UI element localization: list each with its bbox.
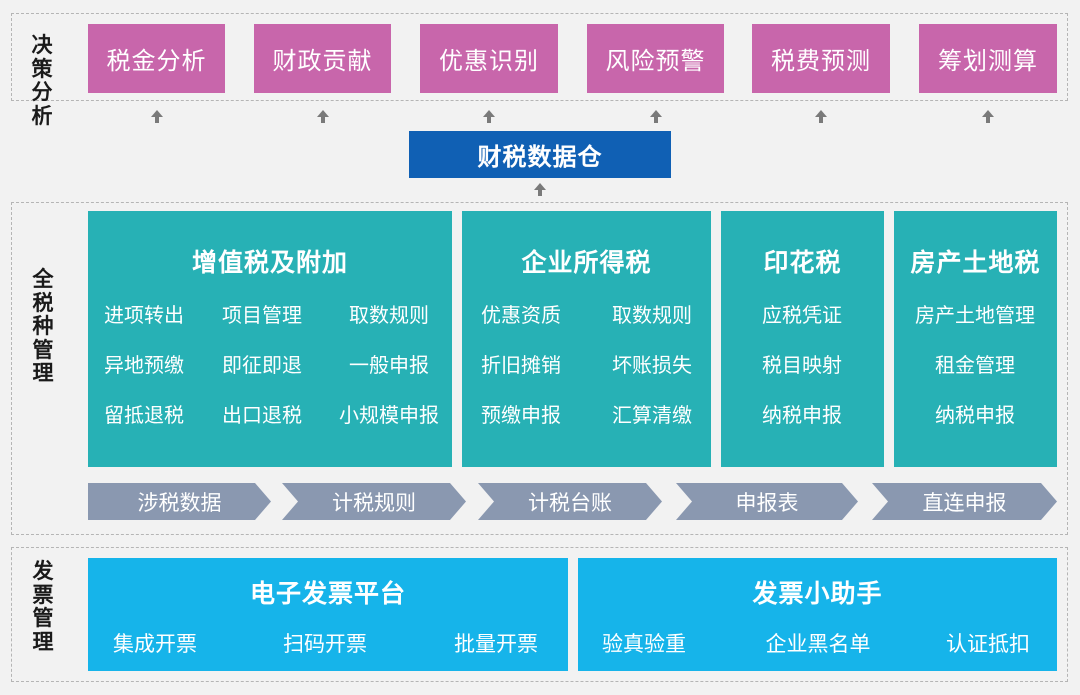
tax-panel-title: 企业所得税 [521,248,652,277]
tax-panel-item: 租金管理 [935,353,1015,377]
tax-panel-item: 税目映射 [762,353,842,377]
tax-panel-title: 房产土地税 [910,248,1041,277]
flow-step: 涉税数据 [88,483,271,520]
invoice-panel: 发票小助手验真验重 企业黑名单 认证抵扣 [578,558,1057,671]
tax-management-label: 全 税 种 管 理 [32,267,54,386]
tax-panel-item: 小规模申报 [339,403,439,427]
tax-panel-item: 优惠资质 [481,303,561,327]
invoice-panel-title: 电子发票平台 [249,579,406,608]
invoice-panel-item: 扫码开票 [283,632,367,656]
invoice-panel-item: 验真验重 [602,632,686,656]
invoice-management-label: 发 票 管 理 [32,559,54,654]
flow-step: 直连申报 [872,483,1057,520]
tax-panel-item: 预缴申报 [481,403,561,427]
decision-analysis-section [11,13,1068,101]
tax-panel-item: 一般申报 [349,353,429,377]
tax-panel-item: 出口退税 [222,403,302,427]
invoice-panel-item: 集成开票 [113,632,197,656]
tax-panel: 印花税应税凭证税目映射纳税申报 [721,211,884,467]
flow-step: 计税台账 [478,483,662,520]
tax-panel-item: 折旧摊销 [481,353,561,377]
tax-panel: 增值税及附加进项转出 项目管理 取数规则异地预缴 即征即退 一般申报留抵退税 出口退税 小规… [88,211,452,467]
invoice-panel-item: 批量开票 [454,632,538,656]
tax-panel-item: 房产土地管理 [915,303,1035,327]
decision-tile: 财政贡献 [254,24,391,93]
invoice-panel-item: 企业黑名单 [765,632,871,656]
tax-panel-item: 纳税申报 [935,403,1015,427]
tax-panel-item: 纳税申报 [762,403,842,427]
flow-step: 申报表 [676,483,858,520]
tax-panel-item: 应税凭证 [762,303,842,327]
invoice-panel-item: 认证抵扣 [946,632,1030,656]
decision-analysis-label: 决策 分析 [31,33,53,128]
decision-tile: 优惠识别 [420,24,558,93]
tax-panel-item: 留抵退税 [104,403,184,427]
tax-panel-title: 印花税 [763,248,842,277]
tax-panel: 房产土地税房产土地管理租金管理纳税申报 [894,211,1057,467]
decision-tile: 风险预警 [587,24,724,93]
tax-panel: 企业所得税优惠资质 取数规则折旧摊销 坏账损失预缴申报 汇算清缴 [462,211,711,467]
invoice-management-section [11,547,1068,682]
flow-step: 计税规则 [282,483,466,520]
tax-data-warehouse: 财税数据仓 [409,131,671,178]
decision-tile: 筹划测算 [919,24,1057,93]
tax-panel-item: 异地预缴 [104,353,184,377]
invoice-panel: 电子发票平台集成开票 扫码开票 批量开票 [88,558,568,671]
decision-tile: 税金分析 [88,24,225,93]
tax-panel-title: 增值税及附加 [191,248,348,277]
tax-panel-item: 汇算清缴 [612,403,692,427]
tax-management-section [11,202,1068,535]
tax-panel-item: 即征即退 [222,353,302,377]
tax-panel-item: 进项转出 [104,303,184,327]
invoice-panel-title: 发票小助手 [752,579,883,608]
decision-tile: 税费预测 [752,24,890,93]
tax-panel-item: 项目管理 [222,303,302,327]
tax-panel-item: 取数规则 [612,303,692,327]
tax-panel-item: 坏账损失 [612,353,692,377]
tax-panel-item: 取数规则 [349,303,429,327]
